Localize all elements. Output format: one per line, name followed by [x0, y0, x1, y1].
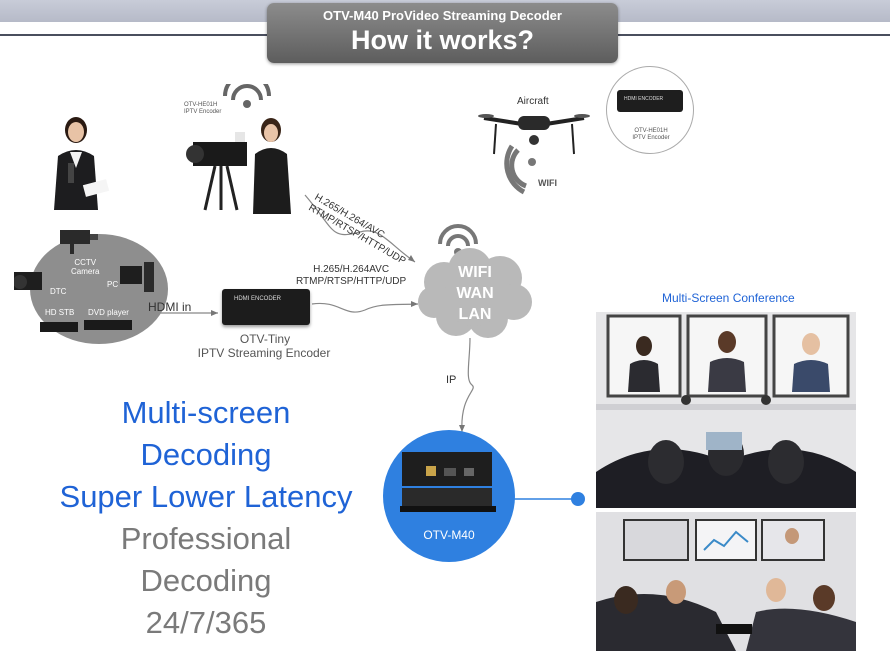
- aircraft-encoder-label: OTV-HE01H IPTV Encoder: [632, 128, 670, 141]
- cloud-wan: WAN: [456, 285, 494, 302]
- encoder-desc: IPTV Streaming Encoder: [197, 346, 331, 360]
- decoder-name: OTV-M40: [423, 528, 475, 542]
- aircraft-encoder-box-text: HDMI ENCODER: [624, 96, 664, 102]
- feature-multi-screen: Multi-screen: [121, 395, 291, 430]
- page-title: How it works?: [350, 25, 534, 55]
- encoder-name: OTV-Tiny: [239, 332, 291, 346]
- aircraft-label: Aircraft: [517, 96, 549, 107]
- drone-photo: [478, 114, 590, 195]
- feature-uptime: 24/7/365: [145, 605, 267, 640]
- wifi-label: WIFI: [538, 178, 557, 188]
- feature-decoding: Decoding: [140, 437, 272, 472]
- cctv-label: CCTV Camera: [71, 258, 100, 276]
- feature-low-latency: Super Lower Latency: [59, 479, 353, 514]
- cloud-labels: WIFI WAN LAN: [442, 262, 508, 325]
- product-subtitle: OTV-M40 ProVideo Streaming Decoder: [323, 8, 562, 23]
- codec-label: H.265/H.264AVC: [313, 264, 390, 275]
- conference-photo-2: [596, 512, 856, 651]
- protocols-label: RTMP/RTSP/HTTP/UDP: [296, 276, 407, 287]
- otv-tiny-box-text: HDMI ENCODER: [234, 296, 282, 302]
- feature-pro-decoding: Decoding: [140, 563, 272, 598]
- camera-crew-photo: [186, 84, 291, 214]
- hdmi-in-label: HDMI in: [148, 300, 192, 314]
- ip-label: IP: [446, 374, 457, 386]
- connector-dot: [571, 492, 585, 506]
- dtc-label: DTC: [50, 287, 67, 296]
- hd-stb-label: HD STB: [45, 308, 75, 317]
- encoder-top-label: OTV-HE01H IPTV Encoder: [184, 102, 222, 115]
- pc-label: PC: [107, 280, 119, 289]
- network-cloud: [418, 224, 532, 338]
- source-devices: [14, 230, 154, 332]
- cloud-wifi: WIFI: [458, 264, 492, 281]
- cloud-lan: LAN: [458, 306, 492, 323]
- title-box: OTV-M40 ProVideo Streaming Decoder How i…: [267, 3, 618, 63]
- feature-professional: Professional: [120, 521, 292, 556]
- conference-title: Multi-Screen Conference: [662, 291, 795, 305]
- conference-photo-1: [596, 312, 856, 508]
- link-label: H.265/H.264AVC RTMP/RTSP/HTTP/UDP: [296, 264, 406, 288]
- decoder-device: [400, 452, 496, 512]
- otv-tiny-device: [222, 289, 310, 325]
- dvd-label: DVD player: [88, 308, 129, 317]
- presenter-photo: [54, 117, 110, 210]
- aircraft-encoder-box: [617, 90, 683, 112]
